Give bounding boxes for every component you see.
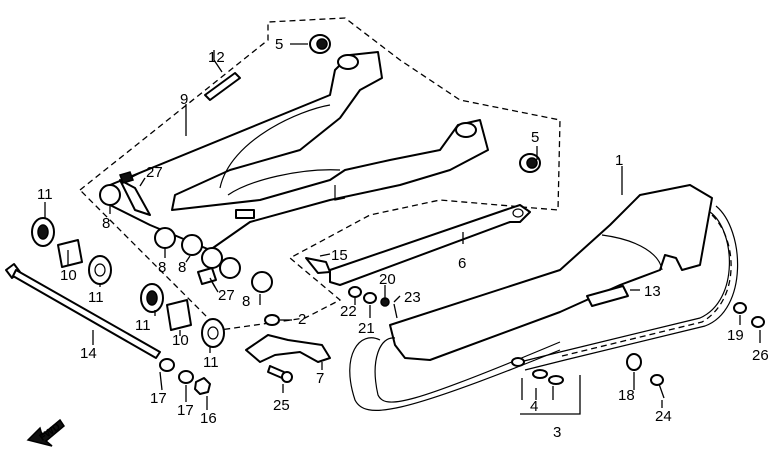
callout-3: 3	[553, 424, 561, 441]
drive-chain-3	[519, 205, 739, 371]
bolt-15	[305, 257, 331, 274]
bushing-10b	[166, 299, 192, 331]
cap-2	[264, 314, 280, 326]
callout-6: 6	[458, 255, 466, 272]
label-plate-13	[586, 285, 629, 307]
callout-17-a: 17	[150, 390, 167, 407]
callout-5-top: 5	[275, 36, 283, 53]
collar-8b	[154, 227, 176, 249]
seal-11c	[140, 283, 164, 313]
bushing-5-top	[309, 34, 331, 54]
callout-27-b: 27	[218, 287, 235, 304]
callout-26: 26	[752, 347, 769, 364]
callout-22: 22	[340, 303, 357, 320]
callout-11-c: 11	[135, 317, 151, 334]
cap-18	[626, 353, 642, 371]
callout-10-a: 10	[60, 267, 77, 284]
grease-fitting-27a	[119, 171, 134, 184]
collar-8c	[181, 234, 203, 256]
nut-16	[194, 377, 211, 395]
bolt-24	[650, 374, 665, 399]
callout-10-b: 10	[172, 332, 189, 349]
seal-11b	[88, 255, 112, 285]
swingarm-group-boundary	[79, 17, 561, 331]
washer-21	[363, 292, 377, 304]
callout-11-d: 11	[203, 354, 219, 371]
callout-17-b: 17	[177, 402, 194, 419]
bolt-26	[751, 316, 765, 328]
callout-21: 21	[358, 320, 375, 337]
collar-8d	[251, 271, 273, 293]
callout-9: 9	[180, 91, 188, 108]
callout-15: 15	[331, 247, 348, 264]
leader-lines	[44, 43, 761, 415]
callout-20: 20	[379, 271, 396, 288]
callout-18: 18	[618, 387, 635, 404]
bushing-5-right	[519, 153, 541, 173]
callout-8-a: 8	[102, 215, 110, 232]
callout-12: 12	[208, 49, 225, 66]
callout-14: 14	[80, 345, 97, 362]
callout-19: 19	[727, 327, 744, 344]
collar-8a	[99, 184, 121, 206]
washer-17b	[178, 370, 194, 384]
chain-case-1	[349, 184, 713, 411]
seal-11d	[201, 318, 225, 348]
seal-11a	[31, 217, 55, 247]
callout-8-b: 8	[158, 259, 166, 276]
master-link-4	[511, 357, 564, 385]
callout-16: 16	[200, 410, 217, 427]
callout-5-right: 5	[531, 129, 539, 146]
callout-8-c: 8	[178, 259, 186, 276]
bushing-10a	[57, 239, 83, 268]
grease-fitting-27b	[197, 267, 217, 285]
nut-19	[733, 302, 747, 314]
callout-27-a: 27	[146, 164, 163, 181]
pivot-tube	[119, 179, 241, 279]
swingarm	[109, 51, 489, 251]
torque-link-6	[329, 204, 531, 286]
pin-12	[204, 72, 241, 101]
callout-11-b: 11	[88, 289, 104, 306]
callout-23: 23	[404, 289, 421, 306]
bracket-7	[245, 334, 331, 363]
callout-2: 2	[298, 311, 306, 328]
pivot-bolt-14	[5, 263, 161, 359]
callout-11-a: 11	[37, 186, 53, 203]
callout-8-d: 8	[242, 293, 250, 310]
forward-arrow: FWD	[26, 418, 65, 447]
cotter-pin-23	[393, 303, 398, 319]
callout-13: 13	[644, 283, 661, 300]
washer-22	[348, 286, 362, 298]
callout-1: 1	[615, 152, 623, 169]
callout-7: 7	[316, 370, 324, 387]
callout-25: 25	[273, 397, 290, 414]
bolt-25	[267, 365, 293, 383]
callout-24: 24	[655, 408, 672, 425]
washer-17a	[159, 358, 175, 372]
callout-4: 4	[530, 398, 538, 415]
